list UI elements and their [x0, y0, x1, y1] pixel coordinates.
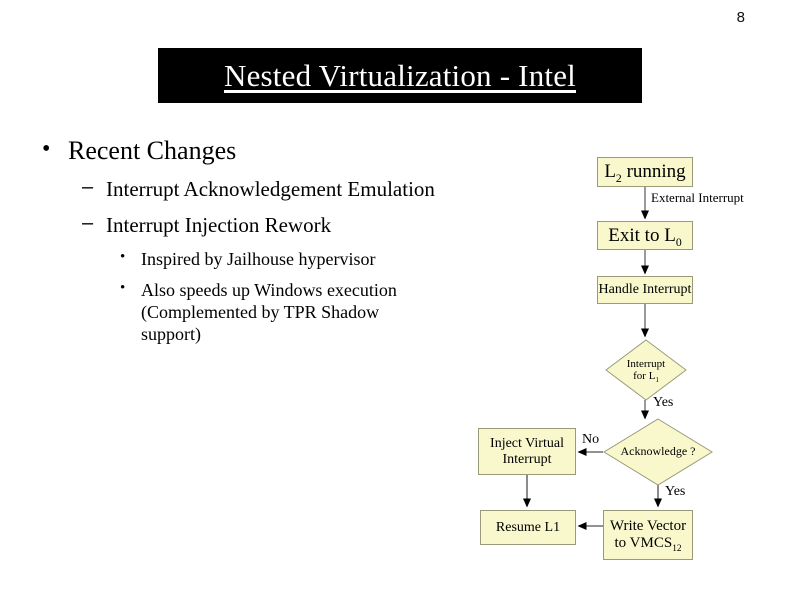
flow-label-sub: 1 — [655, 377, 659, 385]
flow-label-main: Interrupt — [626, 357, 666, 370]
bullet-level3-jailhouse: • Inspired by Jailhouse hypervisor — [38, 249, 438, 271]
flow-node-acknowledge[interactable]: Acknowledge ? — [603, 418, 713, 486]
diamond-shape-icon — [605, 339, 687, 401]
flow-node-exit-to-l0[interactable]: Exit to L0 — [597, 221, 693, 250]
bullet-text: Also speeds up Windows execution (Comple… — [141, 280, 397, 344]
edge-label-external-interrupt: External Interrupt — [651, 190, 744, 205]
flow-node-label: Resume L1 — [495, 519, 561, 535]
flowchart-connectors — [523, 187, 662, 530]
edge-label-yes-interrupt-for-l1: Yes — [653, 395, 674, 410]
flow-label-sub: 12 — [672, 544, 682, 554]
flowchart: L2 running External Interrupt Exit to L0… — [455, 140, 795, 580]
flow-label-tail: for L — [633, 370, 656, 382]
bullet-level1-recent-changes: • Recent Changes — [38, 136, 438, 167]
edge-label-no-acknowledge: No — [582, 432, 600, 447]
flow-node-l2-running[interactable]: L2 running — [597, 157, 693, 187]
flow-node-resume-l1[interactable]: Resume L1 — [480, 510, 576, 545]
flow-label-tail: Interrupt — [502, 451, 552, 467]
flow-label-main: Write Vector — [609, 518, 687, 535]
bullet-marker-dash: – — [82, 211, 94, 234]
flow-label-tail: running — [621, 161, 686, 183]
flow-node-label: Exit to L0 — [608, 224, 682, 249]
slide-title-box: Nested Virtualization - Intel — [158, 48, 642, 103]
bullet-marker-disc: • — [120, 249, 126, 266]
bullet-content: • Recent Changes – Interrupt Acknowledge… — [38, 136, 438, 355]
diamond-shape-icon — [603, 418, 713, 486]
flow-label-main: Inject Virtual — [490, 435, 564, 451]
flow-label-sub: 2 — [615, 172, 622, 186]
flow-node-label: Acknowledge ? — [620, 444, 696, 459]
bullet-text: Interrupt Injection Rework — [106, 212, 332, 237]
bullet-marker-disc: • — [42, 136, 51, 162]
page-title: Nested Virtualization - Intel — [223, 57, 576, 93]
bullet-level3-windows-execution: • Also speeds up Windows execution (Comp… — [38, 280, 438, 346]
page-number: 8 — [736, 9, 745, 26]
bullet-text: Recent Changes — [68, 136, 237, 165]
flow-node-handle-interrupt[interactable]: Handle Interrupt — [597, 276, 693, 304]
flow-label-main: Exit to L — [608, 224, 676, 246]
bullet-marker-disc: • — [120, 280, 126, 296]
bullet-level2-interrupt-acknowledgement: – Interrupt Acknowledgement Emulation — [38, 175, 438, 202]
edge-label-yes-acknowledge: Yes — [665, 484, 686, 499]
flow-node-write-vector-to-vmcs[interactable]: Write Vector to VMCS12 — [603, 510, 693, 560]
bullet-marker-dash: – — [82, 175, 94, 198]
flow-label-tail: to VMCS — [614, 535, 673, 551]
flow-node-interrupt-for-l1[interactable]: Interrupt for L1 — [605, 339, 687, 401]
bullet-text: Interrupt Acknowledgement Emulation — [106, 176, 435, 201]
bullet-text: Inspired by Jailhouse hypervisor — [141, 249, 376, 270]
flow-node-inject-virtual-interrupt[interactable]: Inject Virtual Interrupt — [478, 428, 576, 475]
flow-label-main: L — [604, 161, 616, 183]
flow-label-sub: 0 — [675, 235, 682, 249]
flow-node-label: L2 running — [604, 161, 686, 186]
flow-node-label: Handle Interrupt — [598, 282, 692, 298]
flow-label-tail-wrap: to VMCS12 — [614, 535, 682, 554]
bullet-level2-interrupt-injection-rework: – Interrupt Injection Rework — [38, 211, 438, 238]
flow-node-label: Interrupt for L1 — [626, 357, 666, 385]
